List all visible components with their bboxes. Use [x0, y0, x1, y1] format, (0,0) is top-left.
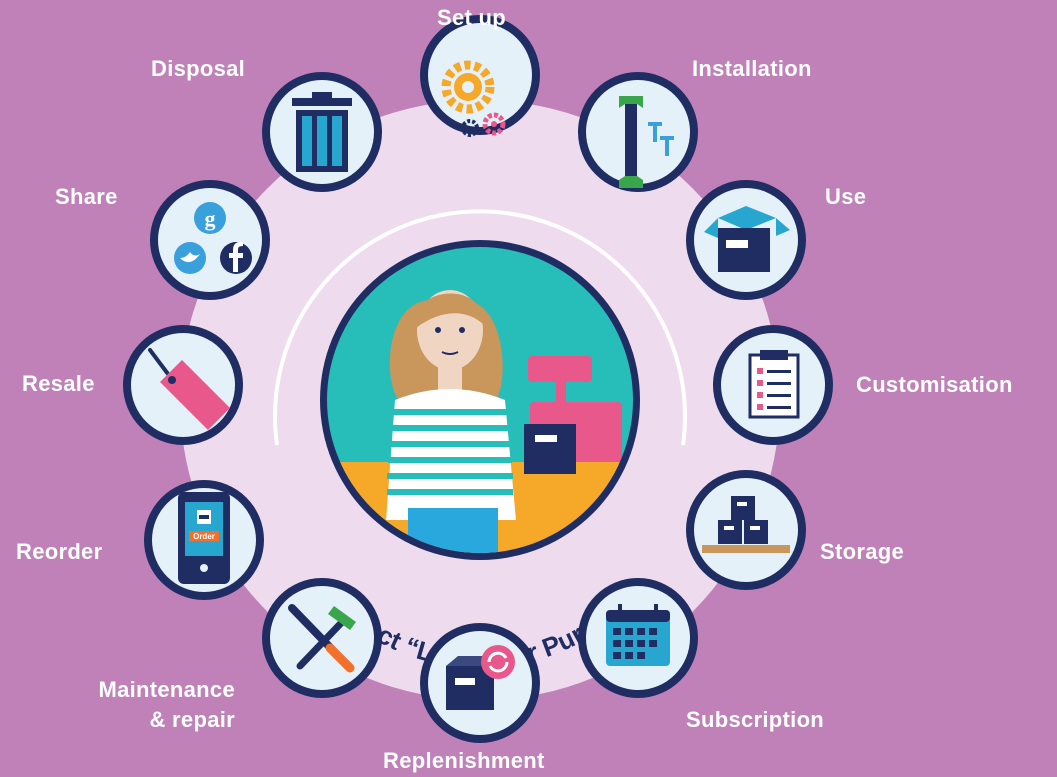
gears-icon	[441, 60, 506, 137]
stage-maintenance-repair	[262, 578, 382, 698]
label-maintenance-line-1: Maintenance	[98, 677, 235, 702]
stage-storage	[686, 470, 806, 590]
checklist-icon	[748, 350, 800, 419]
stage-share: g	[150, 180, 270, 300]
wrench-screws-icon	[619, 96, 674, 188]
google-glyph: g	[205, 206, 216, 231]
trash-bin-icon	[292, 92, 352, 172]
label-reorder: Reorder	[16, 539, 103, 564]
stage-set-up	[420, 15, 540, 137]
stage-reorder: Order	[144, 480, 264, 600]
price-tag-icon	[148, 348, 230, 430]
label-storage: Storage	[820, 539, 905, 564]
stage-installation	[578, 72, 698, 192]
tools-icon	[288, 604, 356, 673]
calendar-icon	[606, 604, 670, 666]
stage-replenishment	[420, 623, 540, 743]
box-refresh-icon	[446, 645, 515, 710]
label-share: Share	[55, 184, 118, 209]
order-button-text: Order	[193, 532, 215, 541]
label-resale: Resale	[22, 371, 95, 396]
cash-register-icon	[524, 356, 622, 474]
center-illustration	[320, 240, 640, 560]
label-subscription: Subscription	[686, 707, 825, 732]
label-disposal: Disposal	[151, 56, 246, 81]
label-replenishment: Replenishment	[383, 748, 545, 773]
stage-subscription	[578, 578, 698, 698]
label-customisation: Customisation	[856, 372, 1013, 397]
open-box-icon	[704, 206, 790, 272]
stacked-boxes-icon	[702, 496, 790, 553]
label-maintenance-repair: Maintenance & repair	[69, 675, 235, 735]
stage-resale	[123, 325, 243, 445]
stage-disposal	[262, 72, 382, 192]
order-phone-icon: Order	[178, 492, 230, 584]
stage-use	[686, 180, 806, 300]
woman-illustration	[386, 290, 516, 553]
label-maintenance-line-2: & repair	[149, 707, 235, 732]
label-installation: Installation	[692, 56, 812, 81]
label-set-up: Set up	[437, 5, 507, 30]
ring-arc-line	[273, 209, 687, 446]
stage-customisation	[713, 325, 833, 445]
social-share-icon: g	[174, 202, 252, 274]
label-use: Use	[825, 184, 867, 209]
